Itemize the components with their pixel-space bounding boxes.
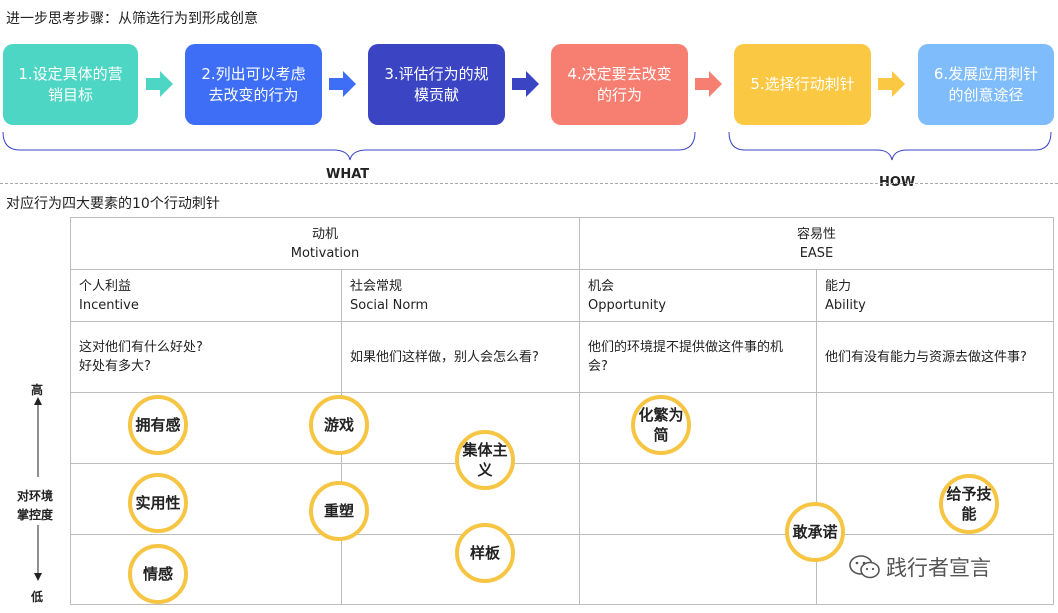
axis-middle: 对环境掌控度 <box>17 489 54 522</box>
brace-what-label: WHAT <box>326 167 370 182</box>
arrow-3-icon <box>512 71 539 97</box>
grid-cell <box>70 392 342 464</box>
grid-cell <box>70 463 342 535</box>
arrow-5-icon <box>878 71 905 97</box>
section-title: 对应行为四大要素的10个行动刺针 <box>6 196 220 212</box>
section-divider <box>0 183 1058 184</box>
brace-how <box>728 131 1052 161</box>
question-ability: 他们有没有能力与资源去做这件事? <box>816 321 1054 393</box>
grid-cell <box>70 534 342 605</box>
stimulus-give-skills: 给予技能 <box>939 474 999 534</box>
step-6: 6.发展应用刺针的创意途径 <box>918 44 1054 125</box>
stimulus-collectivism: 集体主义 <box>455 430 515 490</box>
question-incentive: 这对他们有什么好处?好处有多大? <box>70 321 342 393</box>
stimulus-emotion: 情感 <box>128 544 188 604</box>
arrow-1-icon <box>146 71 173 97</box>
stimulus-model: 样板 <box>455 523 515 583</box>
grid-cell <box>816 392 1054 464</box>
brace-what <box>2 131 696 161</box>
grid-cell <box>579 392 817 464</box>
arrow-4-icon <box>695 71 722 97</box>
axis-high: 高 <box>31 383 44 397</box>
axis-arrow-icon <box>34 397 42 581</box>
stimulus-simplify: 化繁为简 <box>631 395 691 455</box>
question-social-norm: 如果他们这样做，别人会怎么看? <box>341 321 580 393</box>
arrow-2-icon <box>329 71 356 97</box>
step-2: 2.列出可以考虑去改变的行为 <box>185 44 322 125</box>
step-5: 5.选择行动刺针 <box>734 44 871 125</box>
grid-cell <box>579 463 817 535</box>
wechat-icon <box>849 555 880 579</box>
brace-how-label: HOW <box>879 175 916 190</box>
stimulus-ownership: 拥有感 <box>128 395 188 455</box>
grid-cell <box>816 534 1054 605</box>
axis-low: 低 <box>31 590 44 604</box>
grid-cell <box>816 463 1054 535</box>
watermark-text: 践行者宣言 <box>886 556 991 580</box>
grid-cell <box>579 534 817 605</box>
watermark: 践行者宣言 <box>848 552 991 582</box>
step-4: 4.决定要去改变的行为 <box>551 44 688 125</box>
stimulus-game: 游戏 <box>309 395 369 455</box>
step-1: 1.设定具体的营销目标 <box>3 44 138 125</box>
stimulus-practicality: 实用性 <box>128 473 188 533</box>
step-3: 3.评估行为的规模贡献 <box>368 44 505 125</box>
top-title: 进一步思考步骤：从筛选行为到形成创意 <box>6 11 258 27</box>
stimulus-commitment: 敢承诺 <box>785 502 845 562</box>
question-opportunity: 他们的环境提不提供做这件事的机会? <box>579 321 817 393</box>
stimulus-reshape: 重塑 <box>309 481 369 541</box>
